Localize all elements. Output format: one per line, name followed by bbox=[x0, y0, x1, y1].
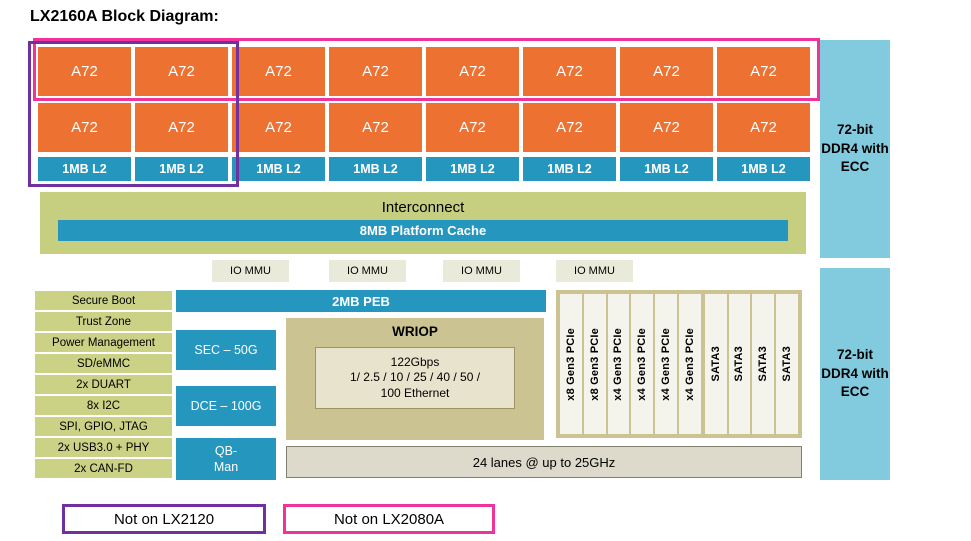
peripheral-usb3: 2x USB3.0 + PHY bbox=[35, 438, 172, 457]
serdes-lane: x8 Gen3 PCIe bbox=[583, 294, 606, 434]
peripheral-can-fd: 2x CAN-FD bbox=[35, 459, 172, 478]
page-title: LX2160A Block Diagram: bbox=[30, 8, 219, 25]
a72-core: A72 bbox=[717, 103, 810, 152]
a72-core: A72 bbox=[38, 103, 131, 152]
serdes-lane: x4 Gen3 PCIe bbox=[631, 294, 654, 434]
l2-cache: 1MB L2 bbox=[426, 157, 519, 181]
dce-accelerator-box: DCE – 100G bbox=[176, 386, 276, 426]
l2-cache: 1MB L2 bbox=[232, 157, 325, 181]
peb-bar: 2MB PEB bbox=[176, 290, 546, 312]
ethernet-rates-box: 122Gbps 1/ 2.5 / 10 / 25 / 40 / 50 / 100… bbox=[315, 347, 515, 409]
a72-core-row-2: A72 A72 A72 A72 A72 A72 A72 A72 bbox=[38, 103, 810, 152]
ddr4-controller-top: 72-bit DDR4 with ECC bbox=[820, 40, 890, 258]
serdes-lane-label: SATA3 bbox=[781, 346, 794, 382]
serdes-lane-label: x8 Gen3 PCIe bbox=[564, 327, 577, 401]
serdes-lane-label: x4 Gen3 PCIe bbox=[612, 327, 625, 401]
a72-core: A72 bbox=[523, 103, 616, 152]
legend-not-on-lx2080a: Not on LX2080A bbox=[283, 504, 495, 534]
peripheral-secure-boot: Secure Boot bbox=[35, 291, 172, 310]
wriop-box: WRIOP 122Gbps 1/ 2.5 / 10 / 25 / 40 / 50… bbox=[286, 318, 544, 440]
l2-cache: 1MB L2 bbox=[523, 157, 616, 181]
peripheral-i2c: 8x I2C bbox=[35, 396, 172, 415]
l2-cache: 1MB L2 bbox=[717, 157, 810, 181]
peripheral-spi-gpio-jtag: SPI, GPIO, JTAG bbox=[35, 417, 172, 436]
qbman-label-line-2: Man bbox=[213, 460, 239, 474]
serdes-lane: x4 Gen3 PCIe bbox=[655, 294, 677, 434]
iommu-box: IO MMU bbox=[329, 260, 406, 282]
ethernet-line-1: 122Gbps bbox=[390, 354, 440, 369]
l2-cache: 1MB L2 bbox=[38, 157, 131, 181]
serdes-lane-label: SATA3 bbox=[709, 346, 722, 382]
peripheral-column: Secure Boot Trust Zone Power Management … bbox=[35, 291, 172, 478]
a72-core: A72 bbox=[620, 47, 713, 96]
serdes-lane: SATA3 bbox=[776, 294, 798, 434]
legend-not-on-lx2120: Not on LX2120 bbox=[62, 504, 266, 534]
a72-core-row-1: A72 A72 A72 A72 A72 A72 A72 A72 bbox=[38, 47, 810, 96]
serdes-summary-bar: 24 lanes @ up to 25GHz bbox=[286, 446, 802, 478]
serdes-lane: x4 Gen3 PCIe bbox=[607, 294, 630, 434]
a72-core: A72 bbox=[717, 47, 810, 96]
ddr4-controller-bottom: 72-bit DDR4 with ECC bbox=[820, 268, 890, 480]
serdes-lane-label: x4 Gen3 PCIe bbox=[683, 327, 696, 401]
a72-core: A72 bbox=[523, 47, 616, 96]
a72-core: A72 bbox=[38, 47, 131, 96]
core-cluster: A72 A72 A72 A72 A72 A72 A72 A72 A72 A72 … bbox=[38, 47, 810, 181]
a72-core: A72 bbox=[329, 103, 422, 152]
serdes-lane: x4 Gen3 PCIe bbox=[678, 294, 701, 434]
peripheral-power-management: Power Management bbox=[35, 333, 172, 352]
serdes-lane: SATA3 bbox=[728, 294, 751, 434]
peripheral-sd-emmc: SD/eMMC bbox=[35, 354, 172, 373]
l2-cache: 1MB L2 bbox=[135, 157, 228, 181]
a72-core: A72 bbox=[329, 47, 422, 96]
iommu-box: IO MMU bbox=[556, 260, 633, 282]
ethernet-line-3: 100 Ethernet bbox=[380, 385, 450, 400]
serdes-lane: SATA3 bbox=[704, 294, 727, 434]
sec-accelerator-box: SEC – 50G bbox=[176, 330, 276, 370]
wriop-title: WRIOP bbox=[392, 324, 438, 339]
interconnect-box: Interconnect 8MB Platform Cache bbox=[40, 192, 806, 254]
peripheral-duart: 2x DUART bbox=[35, 375, 172, 394]
serdes-lane: x8 Gen3 PCIe bbox=[560, 294, 582, 434]
a72-core: A72 bbox=[135, 103, 228, 152]
a72-core: A72 bbox=[620, 103, 713, 152]
a72-core: A72 bbox=[232, 103, 325, 152]
serdes-block: x8 Gen3 PCIe x8 Gen3 PCIe x4 Gen3 PCIe x… bbox=[556, 290, 802, 438]
qbman-box: QB- Man bbox=[176, 438, 276, 480]
serdes-lane: SATA3 bbox=[752, 294, 775, 434]
l2-cache: 1MB L2 bbox=[620, 157, 713, 181]
a72-core: A72 bbox=[232, 47, 325, 96]
ethernet-line-2: 1/ 2.5 / 10 / 25 / 40 / 50 / bbox=[349, 370, 481, 385]
platform-cache-bar: 8MB Platform Cache bbox=[58, 220, 788, 241]
serdes-lane-label: x4 Gen3 PCIe bbox=[660, 327, 673, 401]
a72-core: A72 bbox=[135, 47, 228, 96]
a72-core: A72 bbox=[426, 47, 519, 96]
a72-core: A72 bbox=[426, 103, 519, 152]
interconnect-label: Interconnect bbox=[381, 199, 465, 216]
l2-cache: 1MB L2 bbox=[329, 157, 422, 181]
l2-cache-row: 1MB L2 1MB L2 1MB L2 1MB L2 1MB L2 1MB L… bbox=[38, 157, 810, 181]
peripheral-trust-zone: Trust Zone bbox=[35, 312, 172, 331]
iommu-box: IO MMU bbox=[212, 260, 289, 282]
serdes-lane-label: x4 Gen3 PCIe bbox=[636, 327, 649, 401]
iommu-box: IO MMU bbox=[443, 260, 520, 282]
serdes-lane-label: x8 Gen3 PCIe bbox=[588, 327, 601, 401]
serdes-lane-label: SATA3 bbox=[733, 346, 746, 382]
qbman-label-line-1: QB- bbox=[214, 443, 238, 458]
serdes-lane-label: SATA3 bbox=[757, 346, 770, 382]
